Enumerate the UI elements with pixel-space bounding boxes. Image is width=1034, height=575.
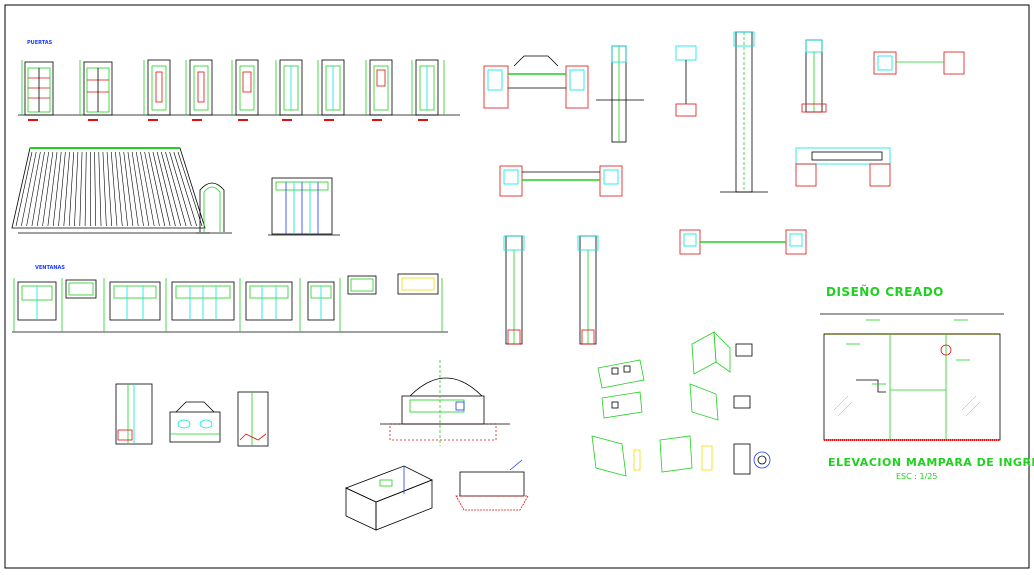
shutter-slat: [47, 151, 58, 227]
hardware-detail-4: [689, 383, 751, 421]
shutter-slat: [106, 151, 112, 227]
shutter-slat: [152, 151, 171, 227]
shutter-slat: [36, 151, 49, 227]
section-details-top: [483, 31, 965, 345]
shutter-slat: [123, 151, 134, 227]
detail-section-b: [169, 401, 221, 443]
shutter-slat: [110, 151, 118, 227]
section-detail-5: [801, 39, 827, 113]
windows-section-label: VENTANAS: [35, 265, 66, 271]
shutter-slat: [165, 151, 187, 227]
detail-section-c: [237, 391, 269, 447]
window-elevation-6: [307, 281, 335, 321]
shutter-slat: [173, 151, 197, 227]
section-detail-1: [483, 55, 589, 109]
shutter-slat: [42, 151, 54, 227]
door-elevation-1: [24, 61, 54, 116]
hardware-detail-5: [591, 435, 641, 477]
windows-row: [12, 273, 448, 333]
detail-section-a: [115, 383, 153, 445]
shutter-slat: [94, 151, 97, 227]
rolling-shutter-elevation: [11, 147, 210, 234]
shutter-slat: [148, 151, 166, 227]
doors-row: [18, 59, 460, 121]
shutter-slat: [68, 151, 75, 227]
shutter-slat: [140, 151, 155, 227]
entrance-screen-elevation: [820, 313, 1004, 441]
shutter-slat: [52, 151, 62, 227]
section-detail-9: [503, 235, 525, 345]
planter-section-detail: [380, 360, 510, 446]
window-elevation-1: [17, 281, 57, 321]
double-glass-door-elevation: [268, 177, 340, 236]
door-elevation-8: [369, 59, 393, 116]
door-elevation-5: [235, 59, 259, 116]
shutter-slat: [115, 151, 123, 227]
shutter-slats: [15, 151, 203, 227]
shutter-slat: [21, 151, 37, 227]
hardware-detail-3: [601, 391, 643, 419]
shutter-slat: [127, 151, 139, 227]
shutter-slat: [15, 151, 33, 227]
elevation-title: ELEVACION MAMPARA DE INGRESO: [828, 456, 1034, 469]
shutter-slat: [169, 151, 192, 227]
section-detail-7: [795, 147, 891, 187]
shutter-slat: [119, 151, 128, 227]
section-detail-11: [679, 229, 807, 255]
planter-box-isometric: [344, 465, 433, 531]
window-elevation-4: [171, 281, 235, 321]
shutter-slat: [63, 151, 70, 227]
sheet-border: [4, 4, 1030, 569]
hardware-detail-2: [691, 330, 753, 375]
shutter-slat: [74, 151, 79, 227]
section-detail-3: [675, 45, 697, 117]
door-elevation-6: [279, 59, 303, 116]
shutter-slat: [131, 151, 144, 227]
shutter-slat: [58, 151, 66, 227]
section-detail-2: [596, 45, 644, 143]
shutter-slat: [26, 151, 41, 227]
shutter-slat: [79, 151, 83, 227]
elevation-scale: ESC : 1/25: [896, 472, 938, 481]
hardware-detail-7: [733, 443, 771, 475]
window-elevation-2: [65, 279, 97, 299]
hardware-detail-1: [597, 359, 645, 389]
shutter-slat: [102, 151, 107, 227]
bottom-left-details: [115, 383, 269, 447]
window-elevation-8: [397, 273, 439, 295]
planter-front-detail: [455, 459, 529, 511]
hardware-3d-details: [591, 330, 771, 477]
shutter-slat: [84, 151, 87, 227]
door-elevation-2: [83, 61, 113, 116]
section-detail-4: [720, 31, 768, 193]
main-design-title: DISEÑO CREADO: [826, 285, 944, 299]
shutter-slat: [161, 151, 182, 227]
shutter-slat: [144, 151, 160, 227]
section-detail-6: [873, 51, 965, 75]
section-detail-10: [577, 235, 599, 345]
door-elevation-3: [147, 59, 171, 116]
shutter-slat: [156, 151, 176, 227]
arched-door-elevation: [196, 182, 232, 234]
door-elevation-4: [189, 59, 213, 116]
window-elevation-5: [245, 281, 293, 321]
window-elevation-7: [347, 275, 377, 295]
shutter-slat: [31, 151, 45, 227]
section-detail-8: [499, 165, 623, 197]
window-elevation-3: [109, 281, 161, 321]
doors-section-label: PUERTAS: [27, 40, 53, 46]
shutter-slat: [98, 151, 102, 227]
shutter-slat: [177, 151, 203, 227]
door-elevation-7: [321, 59, 345, 116]
hardware-detail-6: [659, 435, 713, 473]
shutter-slat: [135, 151, 150, 227]
door-elevation-9: [415, 59, 439, 116]
